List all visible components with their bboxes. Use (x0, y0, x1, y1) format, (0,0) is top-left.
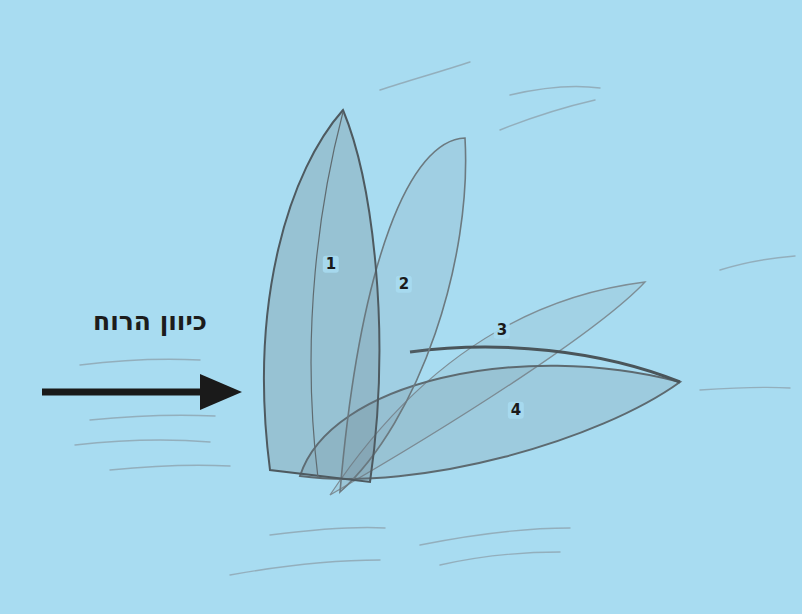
streak (230, 560, 380, 575)
sail-seam (311, 112, 343, 478)
streak (90, 415, 215, 420)
callout-number: 2 (396, 276, 412, 293)
callout-number: 4 (508, 402, 524, 419)
streak (75, 440, 210, 445)
sail-outline (264, 110, 379, 482)
streak (440, 552, 560, 565)
streak (420, 528, 570, 545)
streak (500, 100, 595, 130)
arrow-head (200, 374, 242, 410)
wind-direction-label: כיוון הרוח (93, 307, 207, 337)
sail-edge (410, 347, 680, 382)
streak (270, 527, 385, 535)
wind-streaks (75, 62, 795, 575)
streak (110, 465, 230, 470)
streak (380, 62, 470, 90)
callout-number: 1 (323, 256, 339, 273)
streak (510, 86, 600, 95)
wind-arrow (42, 389, 205, 396)
streak (720, 256, 795, 270)
callout-number: 3 (494, 322, 510, 339)
streak (80, 359, 200, 365)
streak (700, 387, 790, 390)
